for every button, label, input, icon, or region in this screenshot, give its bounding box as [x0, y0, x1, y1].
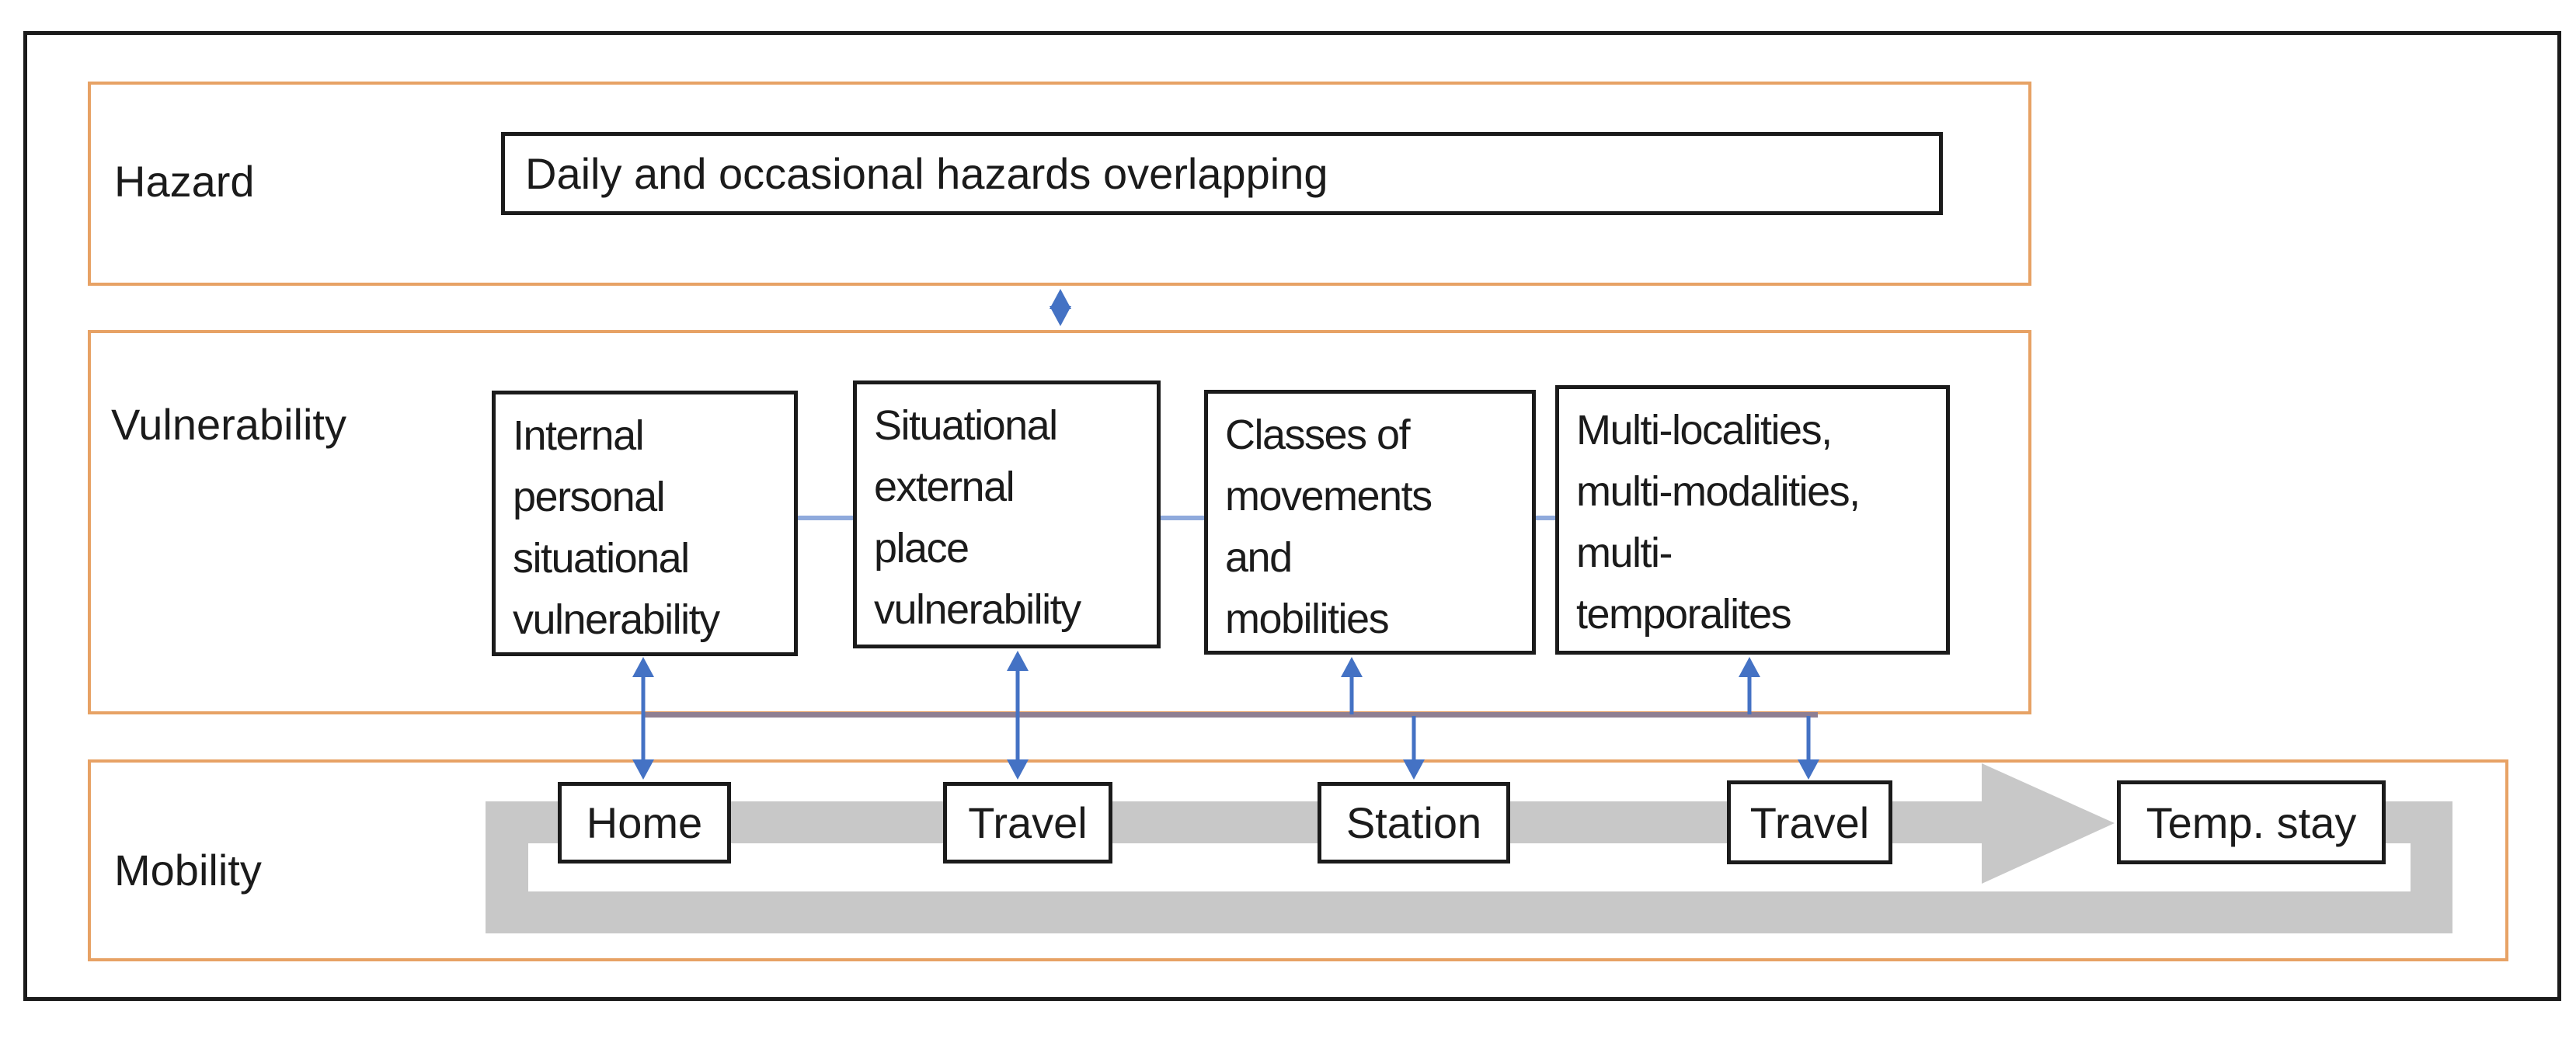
hazard-band-label: Hazard: [114, 157, 255, 206]
stop-label: Home: [586, 798, 703, 847]
mobility-stop-home: Home: [558, 782, 731, 864]
vulnerability-box-internal-personal: Internal personal situational vulnerabil…: [492, 391, 798, 656]
mobility-stop-temp-stay: Temp. stay: [2117, 780, 2386, 864]
hazard-box-text: Daily and occasional hazards overlapping: [525, 149, 1328, 198]
flow-loop-bottom-segment: [486, 891, 2452, 933]
box-connector-line-3: [1536, 516, 1555, 520]
stop-label: Travel: [1749, 797, 1870, 847]
box-connector-line-2: [1161, 516, 1204, 520]
vulnerability-mobility-bus-line: [643, 712, 1818, 718]
stop-label: Station: [1345, 798, 1482, 847]
stop-label: Travel: [968, 798, 1088, 847]
mobility-band-label: Mobility: [114, 846, 262, 895]
hazard-band: [88, 82, 2031, 286]
flow-loop-right-segment: [2411, 801, 2452, 933]
stop-label: Temp. stay: [2146, 797, 2357, 847]
vulnerability-band-label: Vulnerability: [111, 400, 346, 449]
mobility-stop-travel-1: Travel: [943, 782, 1112, 864]
mobility-band: [88, 759, 2508, 961]
mobility-stop-station: Station: [1318, 782, 1510, 864]
vulnerability-box-classes-of-movements: Classes of movements and mobilities: [1204, 390, 1536, 655]
vulnerability-box-situational-external: Situational external place vulnerability: [853, 381, 1161, 648]
hazard-box: Daily and occasional hazards overlapping: [501, 132, 1943, 215]
mobility-stop-travel-2: Travel: [1727, 780, 1892, 864]
box-connector-line-1: [798, 516, 853, 520]
vulnerability-box-multi-localities: Multi-localities, multi-modalities, mult…: [1555, 385, 1950, 655]
